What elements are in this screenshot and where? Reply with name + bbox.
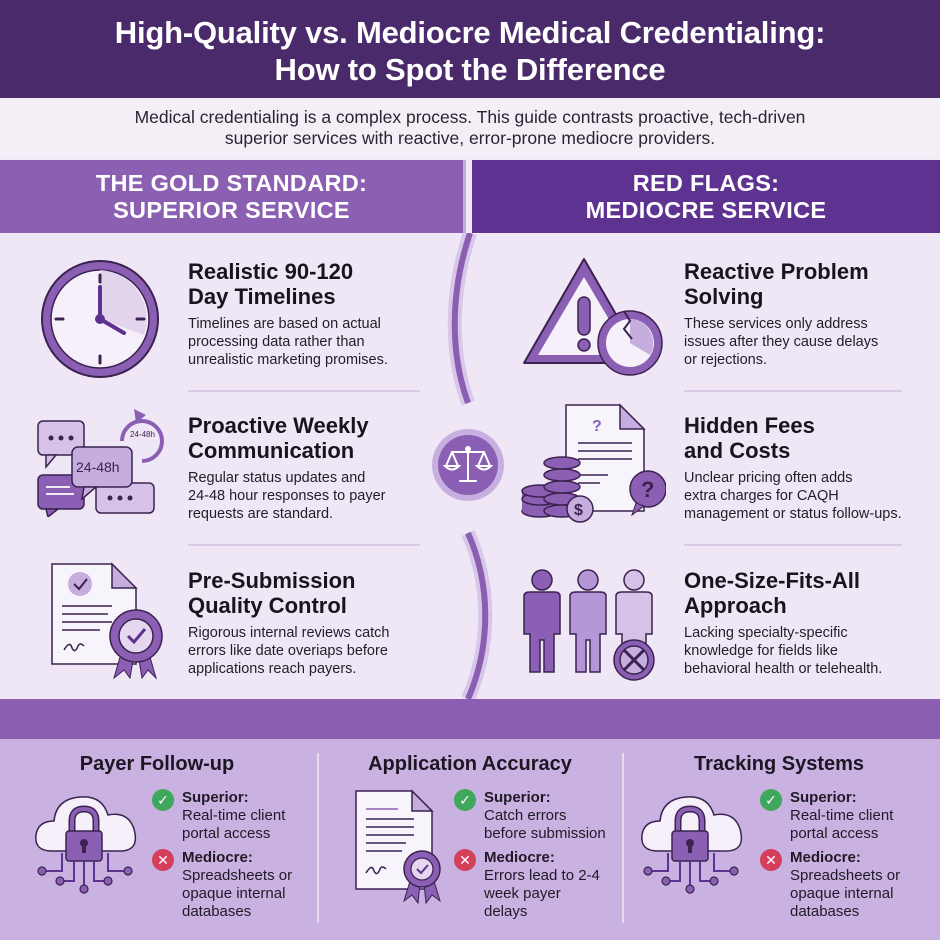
svg-text:24-48h: 24-48h: [130, 430, 155, 439]
heading-line-1: THE GOLD STANDARD:: [95, 170, 368, 196]
cross-icon: ✕: [152, 849, 174, 871]
card-title: Tracking Systems: [693, 753, 865, 775]
divider: [188, 390, 420, 392]
heading-line-2: SUPERIOR SERVICE: [113, 197, 350, 223]
certified-document-icon: [355, 789, 441, 905]
svg-text:?: ?: [592, 418, 602, 435]
certified-document-icon: [51, 562, 163, 680]
cross-icon: ✕: [760, 849, 782, 871]
people-cross-icon: [523, 569, 655, 681]
intro-text: Medical credentialing is a complex proce…: [0, 98, 940, 158]
intro-line-1: Medical credentialing is a complex proce…: [134, 107, 806, 127]
hero-banner: High-Quality vs. Mediocre Medical Creden…: [0, 0, 940, 98]
card-separator: [317, 753, 319, 923]
card-separator: [622, 753, 624, 923]
cloud-lock-icon: [35, 796, 137, 894]
comparison-card-payer-follow-up: Payer Follow-up ✓ Superior: Real-time cl…: [0, 739, 314, 940]
warning-broken-clock-icon: [523, 258, 663, 376]
intro-line-2: superior services with reactive, error-p…: [224, 128, 716, 148]
card-title: Payer Follow-up: [79, 753, 235, 775]
heading-line-1: RED FLAGS:: [632, 170, 780, 196]
comparison-section: Payer Follow-up ✓ Superior: Real-time cl…: [0, 739, 940, 940]
check-icon: ✓: [760, 789, 782, 811]
divider: [684, 544, 902, 546]
check-icon: ✓: [454, 789, 476, 811]
comparison-card-application-accuracy: Application Accuracy ✓ Superior: Catch e…: [320, 739, 620, 940]
card-title: Application Accuracy: [368, 753, 572, 775]
hidden-fees-icon: ? ? $: [521, 403, 666, 523]
svg-text:$: $: [574, 502, 583, 519]
cross-icon: ✕: [454, 849, 476, 871]
title-line-2: How to Spot the Difference: [274, 52, 666, 87]
comparison-card-tracking-systems: Tracking Systems ✓ Superior: Real-time c…: [626, 739, 940, 940]
heading-line-2: MEDIOCRE SERVICE: [585, 197, 827, 223]
mediocre-column-heading: RED FLAGS: MEDIOCRE SERVICE: [472, 160, 940, 233]
svg-text:?: ?: [641, 477, 654, 502]
cloud-lock-icon: [641, 796, 743, 894]
page-title: High-Quality vs. Mediocre Medical Creden…: [0, 14, 940, 88]
check-icon: ✓: [152, 789, 174, 811]
clock-icon: [41, 260, 159, 378]
section-divider-band: [0, 699, 940, 739]
chat-bubbles-icon: 24-48h 24-48h: [37, 409, 164, 517]
divider: [684, 390, 902, 392]
title-line-1: High-Quality vs. Mediocre Medical Creden…: [114, 15, 826, 50]
svg-text:24-48h: 24-48h: [76, 459, 120, 475]
superior-column-heading: THE GOLD STANDARD: SUPERIOR SERVICE: [0, 160, 466, 233]
divider: [188, 544, 420, 546]
